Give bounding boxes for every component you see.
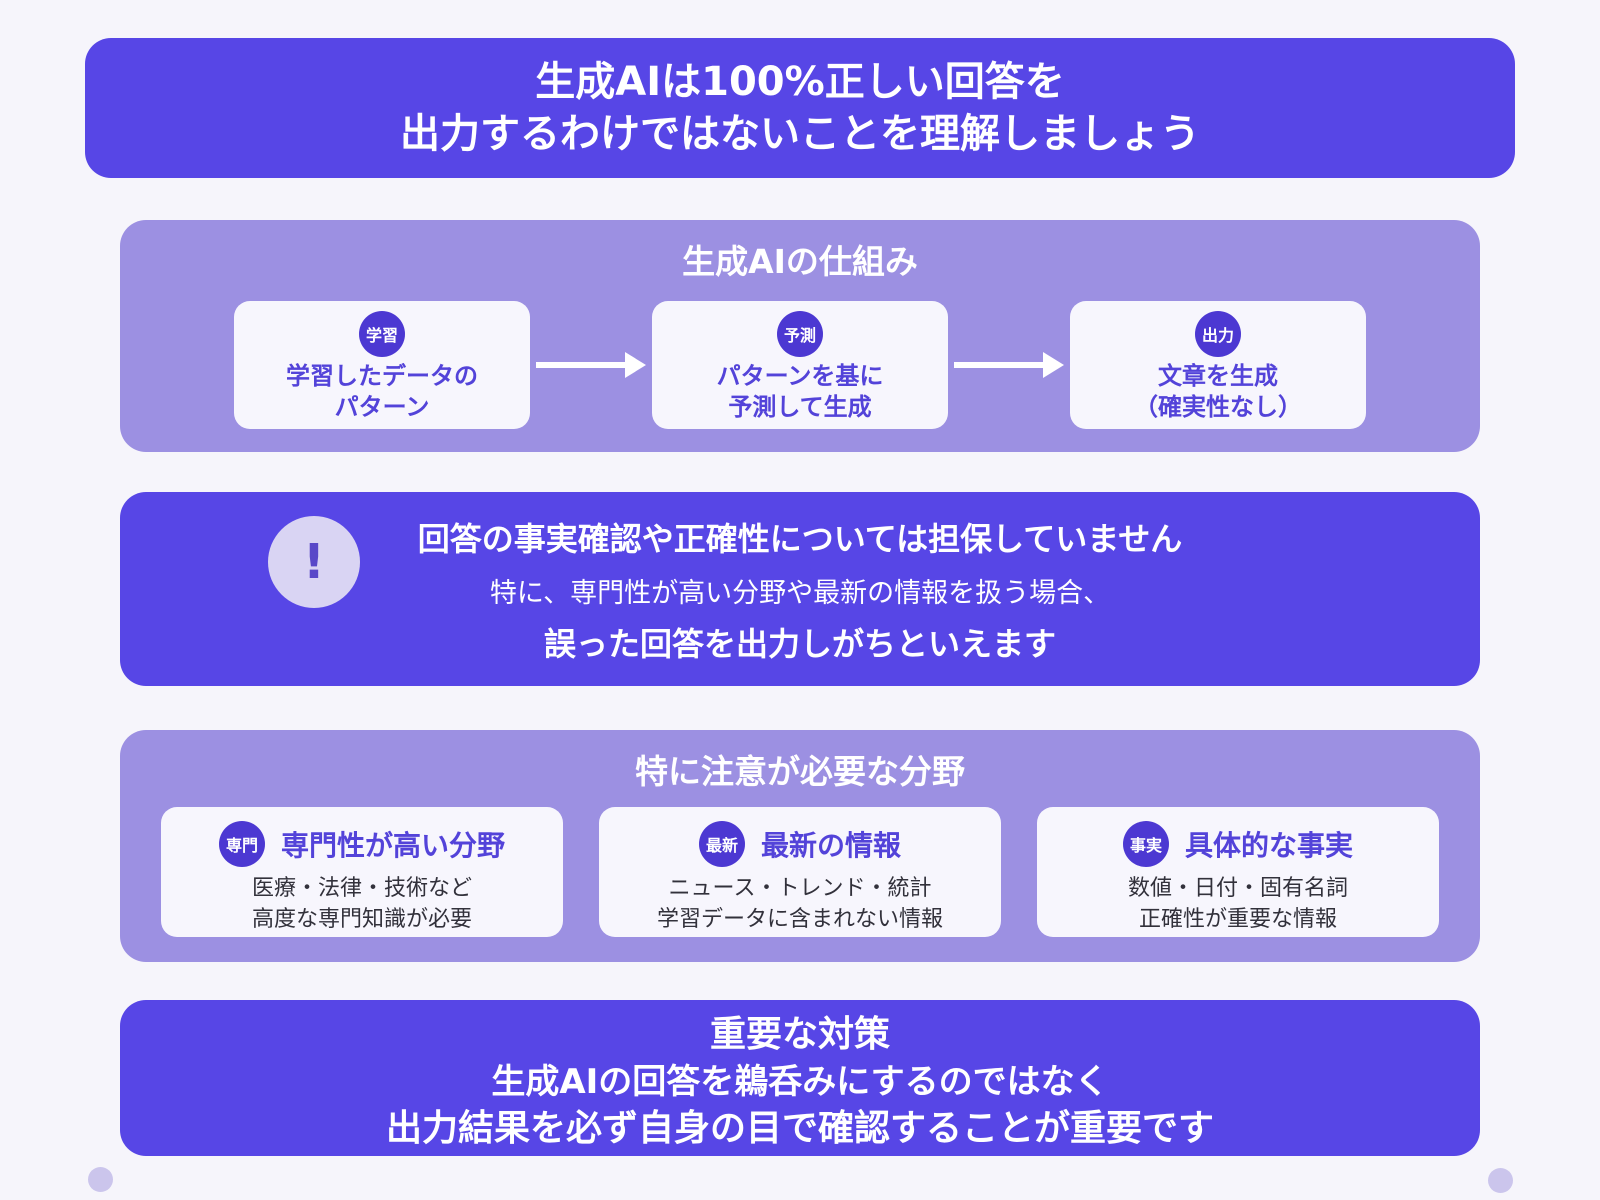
learning-badge: 学習	[359, 311, 405, 357]
caution-card-latest: 最新 最新の情報 ニュース・トレンド・統計 学習データに含まれない情報	[599, 807, 1001, 937]
caution-section: 特に注意が必要な分野 専門 専門性が高い分野 医療・法律・技術など 高度な専門知…	[120, 730, 1480, 962]
caution-card-latest-title: 最新の情報	[760, 829, 901, 862]
caution-card-facts-title: 具体的な事実	[1184, 829, 1353, 862]
warning-emphasis: 誤った回答を出力しがちといえます	[543, 625, 1056, 663]
flow-arrow-icon	[536, 352, 646, 378]
warning-section: ! 回答の事実確認や正確性については担保していません 特に、専門性が高い分野や最…	[120, 492, 1480, 686]
caution-card-expertise-desc1: 医療・法律・技術など	[251, 876, 472, 901]
expertise-badge: 専門	[218, 821, 265, 867]
header-title-line2: 出力するわけではないことを理解しましょう	[400, 111, 1200, 157]
step-learning-text: 学習したデータの パターン	[286, 361, 478, 423]
caution-cards-row: 専門 専門性が高い分野 医療・法律・技術など 高度な専門知識が必要 最新 最新の…	[120, 807, 1480, 937]
facts-badge: 事実	[1122, 821, 1169, 867]
step-prediction-text: パターンを基に 予測して生成	[717, 361, 884, 423]
action-line2: 出力結果を必ず自身の目で確認することが重要です	[385, 1108, 1214, 1149]
output-badge: 出力	[1195, 311, 1241, 357]
step-output-line1: 文章を生成	[1158, 362, 1278, 390]
action-line1: 生成AIの回答を鵜呑みにするのではなく	[491, 1062, 1109, 1102]
warning-headline: 回答の事実確認や正確性については担保していません	[417, 520, 1183, 558]
corner-dot-right	[1488, 1168, 1513, 1193]
step-card-learning: 学習 学習したデータの パターン	[234, 301, 530, 429]
caution-card-facts-head: 事実 具体的な事実	[1037, 821, 1439, 867]
header-title-line1: 生成AIは100%正しい回答を	[535, 59, 1065, 105]
step-output-line2: （確実性なし）	[1134, 393, 1302, 421]
arrow-head	[1043, 352, 1064, 378]
caution-card-expertise-title: 専門性が高い分野	[280, 829, 505, 862]
step-output-text: 文章を生成 （確実性なし）	[1134, 361, 1302, 423]
step-card-prediction: 予測 パターンを基に 予測して生成	[652, 301, 948, 429]
caution-card-expertise-desc2: 高度な専門知識が必要	[251, 907, 472, 932]
caution-card-facts-desc1: 数値・日付・固有名詞	[1127, 876, 1348, 901]
action-section: 重要な対策 生成AIの回答を鵜呑みにするのではなく 出力結果を必ず自身の目で確認…	[120, 1000, 1480, 1156]
header-banner: 生成AIは100%正しい回答を 出力するわけではないことを理解しましょう	[85, 38, 1515, 178]
prediction-badge: 予測	[777, 311, 823, 357]
step-prediction-line1: パターンを基に	[716, 362, 884, 390]
latest-badge: 最新	[698, 821, 745, 867]
mechanism-section: 生成AIの仕組み 学習 学習したデータの パターン 予測 パターンを基に 予測し…	[120, 220, 1480, 452]
mechanism-section-title: 生成AIの仕組み	[682, 242, 918, 281]
step-prediction-line2: 予測して生成	[728, 393, 872, 421]
step-learning-line2: パターン	[334, 393, 430, 421]
caution-card-latest-head: 最新 最新の情報	[599, 821, 1001, 867]
caution-card-expertise-desc: 医療・法律・技術など 高度な専門知識が必要	[161, 873, 563, 935]
caution-card-expertise-head: 専門 専門性が高い分野	[161, 821, 563, 867]
arrow-shaft	[954, 362, 1043, 368]
caution-card-latest-desc: ニュース・トレンド・統計 学習データに含まれない情報	[599, 873, 1001, 935]
step-learning-line1: 学習したデータの	[286, 362, 478, 390]
mechanism-steps-row: 学習 学習したデータの パターン 予測 パターンを基に 予測して生成 出力 文章…	[120, 301, 1480, 429]
arrow-head	[625, 352, 646, 378]
action-title: 重要な対策	[709, 1014, 890, 1055]
corner-dot-left	[88, 1167, 113, 1192]
caution-card-expertise: 専門 専門性が高い分野 医療・法律・技術など 高度な専門知識が必要	[161, 807, 563, 937]
step-card-output: 出力 文章を生成 （確実性なし）	[1070, 301, 1366, 429]
caution-card-facts-desc: 数値・日付・固有名詞 正確性が重要な情報	[1037, 873, 1439, 935]
caution-card-facts-desc2: 正確性が重要な情報	[1138, 907, 1337, 932]
caution-section-title: 特に注意が必要な分野	[635, 752, 965, 791]
caution-card-latest-desc2: 学習データに含まれない情報	[656, 907, 943, 932]
caution-card-latest-desc1: ニュース・トレンド・統計	[668, 876, 932, 901]
exclamation-icon: !	[268, 516, 360, 608]
warning-subline: 特に、専門性が高い分野や最新の情報を扱う場合、	[489, 578, 1111, 609]
flow-arrow-icon	[954, 352, 1064, 378]
arrow-shaft	[536, 362, 625, 368]
caution-card-facts: 事実 具体的な事実 数値・日付・固有名詞 正確性が重要な情報	[1037, 807, 1439, 937]
